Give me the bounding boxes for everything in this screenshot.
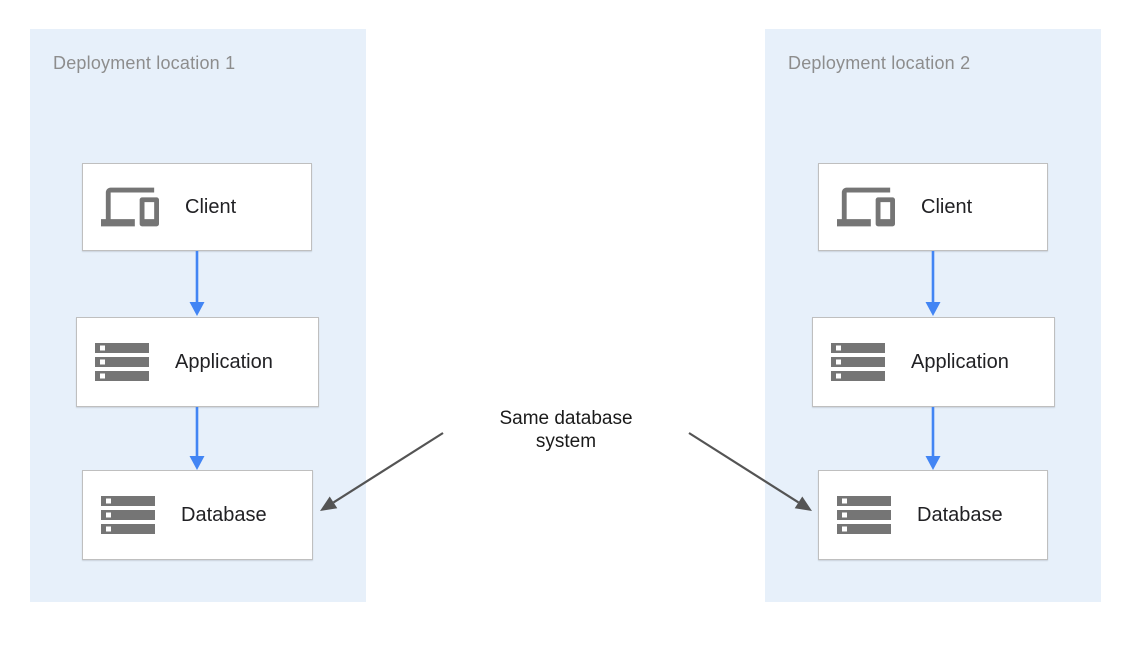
node-application-left: Application	[76, 317, 319, 407]
node-label: Client	[921, 195, 973, 218]
node-database-left: Database	[82, 470, 313, 560]
devices-icon	[837, 178, 895, 236]
node-label: Client	[185, 195, 237, 218]
panel-title: Deployment location 2	[788, 53, 971, 73]
node-database-right: Database	[818, 470, 1048, 560]
node-label: Application	[911, 350, 1009, 373]
node-label: Application	[175, 350, 273, 373]
storage-icon	[101, 496, 155, 534]
panel-title: Deployment location 1	[53, 53, 236, 73]
annotation-same-database-system: Same database system	[499, 408, 633, 452]
storage-icon	[831, 343, 885, 381]
node-application-right: Application	[812, 317, 1055, 407]
node-client-left: Client	[82, 163, 312, 251]
storage-icon	[837, 496, 891, 534]
node-client-right: Client	[818, 163, 1048, 251]
devices-icon	[101, 178, 159, 236]
node-label: Database	[181, 503, 267, 526]
storage-icon	[95, 343, 149, 381]
node-label: Database	[917, 503, 1003, 526]
